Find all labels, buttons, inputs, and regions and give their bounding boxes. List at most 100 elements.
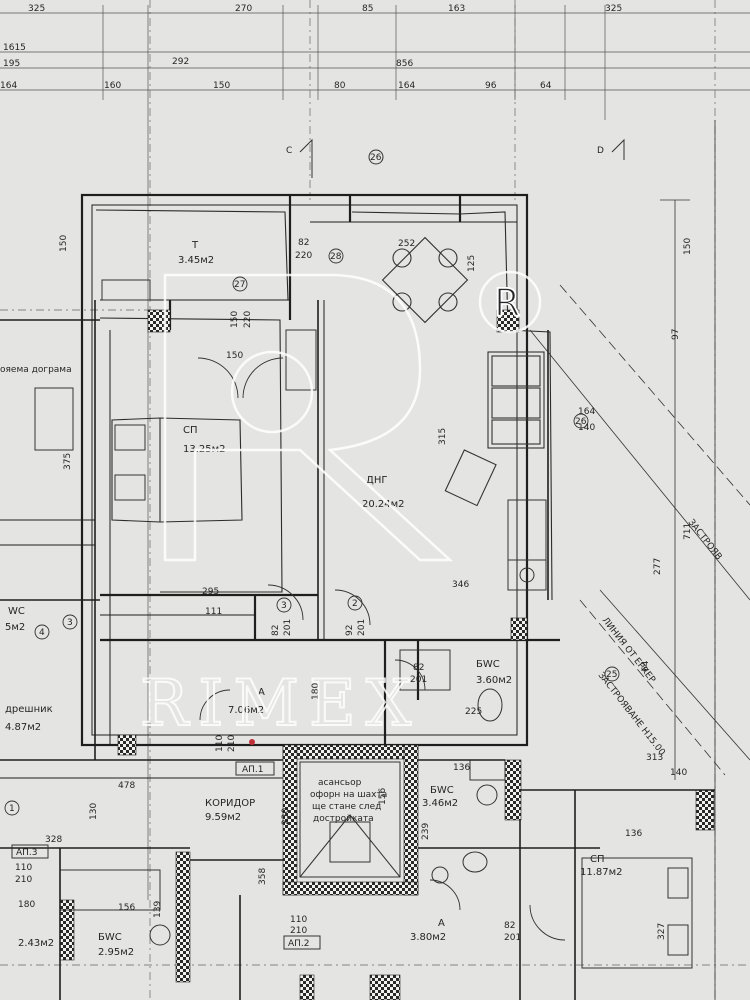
svg-text:225: 225	[465, 707, 482, 717]
svg-text:210: 210	[15, 875, 32, 885]
sofa	[487, 351, 545, 449]
svg-text:92: 92	[345, 625, 355, 636]
terrace-bench	[101, 279, 151, 301]
svg-text:156: 156	[118, 903, 135, 913]
room-bath-left-area: 2.95м2	[98, 947, 134, 958]
door-markers	[4, 248, 620, 816]
svg-text:150: 150	[230, 311, 240, 328]
svg-text:2: 2	[352, 599, 358, 609]
svg-text:1: 1	[9, 804, 15, 814]
room-corridor-name: КОРИДОР	[205, 798, 255, 809]
room-left-small-area: 2.43м2	[18, 938, 54, 949]
svg-text:252: 252	[398, 239, 415, 249]
svg-text:достройката: достройката	[313, 814, 374, 824]
svg-text:210: 210	[227, 735, 237, 752]
svg-text:160: 160	[104, 81, 121, 91]
svg-text:856: 856	[396, 59, 413, 69]
room-bath2-area: 3.46м2	[422, 798, 458, 809]
svg-text:180: 180	[18, 900, 35, 910]
svg-text:АП.2: АП.2	[288, 939, 310, 949]
dim-row-1: 325 270 85 163 325	[28, 4, 622, 14]
svg-text:230: 230	[281, 808, 291, 825]
elevator-note: асансьор офорн на шахта ще стане след до…	[310, 778, 387, 824]
watermark-logo: R	[163, 270, 542, 562]
svg-text:150: 150	[213, 81, 230, 91]
room-hall-bottom-area: 3.80м2	[410, 932, 446, 943]
svg-text:375: 375	[63, 453, 73, 470]
axis-bubble	[368, 149, 384, 165]
svg-text:156: 156	[378, 788, 388, 805]
axis-bubble-label: 26	[370, 153, 382, 163]
svg-text:110: 110	[290, 915, 307, 925]
svg-text:150: 150	[226, 351, 243, 361]
interior-dimensions: 82 220 150 220 150 315 346 295 111 82 20…	[15, 235, 693, 943]
room-terrace-area: 3.45м2	[178, 255, 214, 266]
svg-text:325: 325	[605, 4, 622, 14]
top-dimension-lines	[0, 5, 750, 900]
room-bedroom-right-area: 11.87м2	[580, 867, 623, 878]
svg-text:82: 82	[298, 238, 309, 248]
svg-text:АП.3: АП.3	[16, 848, 38, 858]
svg-text:3: 3	[281, 601, 287, 611]
watermark-registered: R	[494, 281, 520, 325]
svg-text:277: 277	[653, 558, 663, 575]
svg-text:26: 26	[575, 417, 587, 427]
dim-row-3: 195 292 856	[3, 57, 413, 69]
svg-text:358: 358	[258, 868, 268, 885]
svg-text:239: 239	[421, 823, 431, 840]
svg-text:201: 201	[357, 619, 367, 636]
svg-text:220: 220	[243, 311, 253, 328]
svg-text:164: 164	[398, 81, 415, 91]
apartment-label-2: АП.2	[283, 935, 321, 950]
apartment-label-1: АП.1	[235, 761, 275, 776]
section-label-c: C	[286, 146, 292, 156]
room-living-name: ДНГ	[366, 475, 387, 486]
svg-text:180: 180	[311, 683, 321, 700]
room-bath-area: 3.60м2	[476, 675, 512, 686]
svg-text:270: 270	[235, 4, 252, 14]
room-living-area: 20.24м2	[362, 499, 405, 510]
svg-text:82: 82	[413, 663, 424, 673]
svg-text:164: 164	[0, 81, 17, 91]
bedroom-right-furniture	[581, 857, 693, 969]
svg-text:346: 346	[452, 580, 469, 590]
svg-text:АП.1: АП.1	[242, 765, 264, 775]
section-label-d: D	[597, 146, 604, 156]
svg-text:136: 136	[453, 763, 470, 773]
svg-text:315: 315	[438, 428, 448, 445]
red-pen-mark	[249, 739, 255, 745]
svg-text:201: 201	[283, 619, 293, 636]
svg-text:3: 3	[67, 618, 73, 628]
room-bath-left-name: БWC	[98, 932, 122, 943]
svg-text:97: 97	[671, 329, 681, 340]
room-wc-left-area: 5м2	[5, 622, 25, 633]
room-hall-bottom-name: А	[438, 918, 445, 929]
svg-text:327: 327	[657, 923, 667, 940]
elevator-shaft	[299, 761, 401, 878]
svg-text:111: 111	[205, 607, 222, 617]
building-lines	[529, 120, 750, 1000]
svg-text:64: 64	[540, 81, 552, 91]
room-wc-left-name: WC	[8, 606, 25, 617]
svg-text:201: 201	[410, 675, 427, 685]
section-marker-c	[299, 138, 313, 178]
armchair	[444, 449, 497, 507]
room-bath-name: БWC	[476, 659, 500, 670]
double-bed	[114, 424, 146, 501]
svg-text:офорн на шахта: офорн на шахта	[310, 790, 387, 800]
dim-row-2: 1615	[3, 43, 26, 53]
lower-walls	[0, 300, 715, 1000]
watermark-brand: RIMEX	[140, 667, 421, 741]
svg-text:140: 140	[670, 768, 687, 778]
svg-text:82: 82	[504, 921, 515, 931]
svg-text:150: 150	[683, 238, 693, 255]
door-swings	[197, 357, 566, 941]
closet	[285, 329, 317, 391]
svg-text:130: 130	[89, 803, 99, 820]
svg-text:295: 295	[202, 587, 219, 597]
svg-text:313: 313	[646, 753, 663, 763]
svg-text:195: 195	[3, 59, 20, 69]
svg-text:220: 220	[295, 251, 312, 261]
svg-text:210: 210	[290, 926, 307, 936]
